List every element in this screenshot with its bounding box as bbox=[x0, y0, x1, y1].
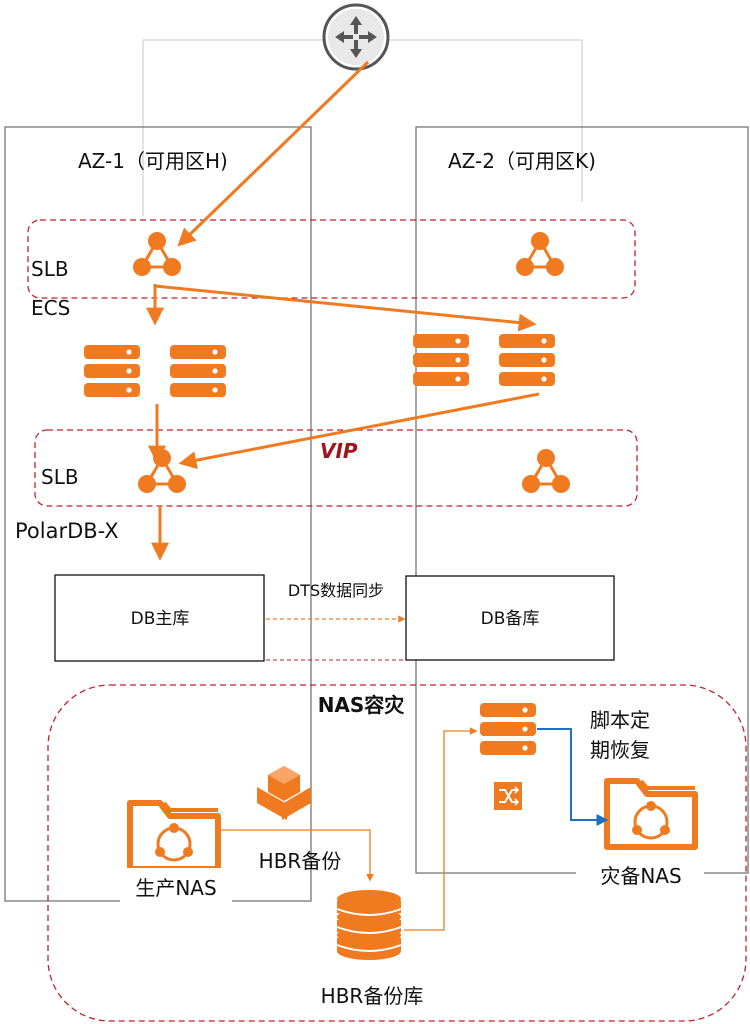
db-standby-label: DB备库 bbox=[481, 609, 540, 629]
server-icon bbox=[499, 334, 555, 386]
db-primary-label: DB主库 bbox=[131, 609, 190, 629]
az1-title: AZ-1（可用区H) bbox=[78, 149, 228, 173]
shuffle-icon bbox=[494, 782, 522, 810]
hbr-backup-label: HBR备份 bbox=[259, 849, 342, 873]
script-label-2: 期恢复 bbox=[590, 738, 650, 762]
nas-folder-icon bbox=[130, 803, 218, 869]
router-icon bbox=[322, 3, 390, 71]
database-icon bbox=[336, 890, 402, 960]
nas-dr-title: NAS容灾 bbox=[318, 693, 405, 717]
slb-group-top bbox=[27, 219, 636, 299]
hbr-icon bbox=[257, 766, 311, 820]
polardb-label: PolarDB-X bbox=[15, 519, 119, 543]
prod-nas-label: 生产NAS bbox=[135, 876, 216, 900]
slb-label-mid: SLB bbox=[41, 465, 79, 489]
arrow-hbr-to-server bbox=[404, 727, 478, 931]
arrow-server-to-dr-nas bbox=[537, 728, 609, 826]
dr-nas-label: 灾备NAS bbox=[600, 864, 681, 888]
script-label-1: 脚本定 bbox=[590, 708, 650, 732]
server-icon bbox=[84, 345, 140, 397]
az2-title: AZ-2（可用区K) bbox=[448, 149, 596, 173]
nas-folder-icon bbox=[607, 781, 695, 847]
dts-sync-label: DTS数据同步 bbox=[288, 581, 384, 600]
arrow-slb-to-ecs-az2 bbox=[154, 284, 537, 332]
nas-dr-region bbox=[47, 684, 747, 1022]
server-icon bbox=[480, 703, 536, 755]
slb-icon bbox=[514, 230, 566, 278]
vip-label: VIP bbox=[320, 439, 358, 463]
slb-icon bbox=[136, 447, 188, 495]
slb-group-mid bbox=[34, 429, 638, 507]
arrow-nas-to-hbr bbox=[220, 829, 374, 882]
arrow-ecs-az2-to-slb bbox=[178, 392, 540, 470]
db-primary-box bbox=[54, 574, 265, 662]
ecs-label: ECS bbox=[31, 296, 70, 320]
server-icon bbox=[170, 345, 226, 397]
arrow-router-to-slb bbox=[177, 60, 370, 247]
slb-label-top: SLB bbox=[31, 257, 69, 281]
hbr-vault-label: HBR备份库 bbox=[321, 984, 424, 1008]
slb-icon bbox=[131, 230, 183, 278]
server-icon bbox=[413, 334, 469, 386]
db-standby-box bbox=[405, 575, 615, 661]
slb-icon bbox=[520, 447, 572, 495]
